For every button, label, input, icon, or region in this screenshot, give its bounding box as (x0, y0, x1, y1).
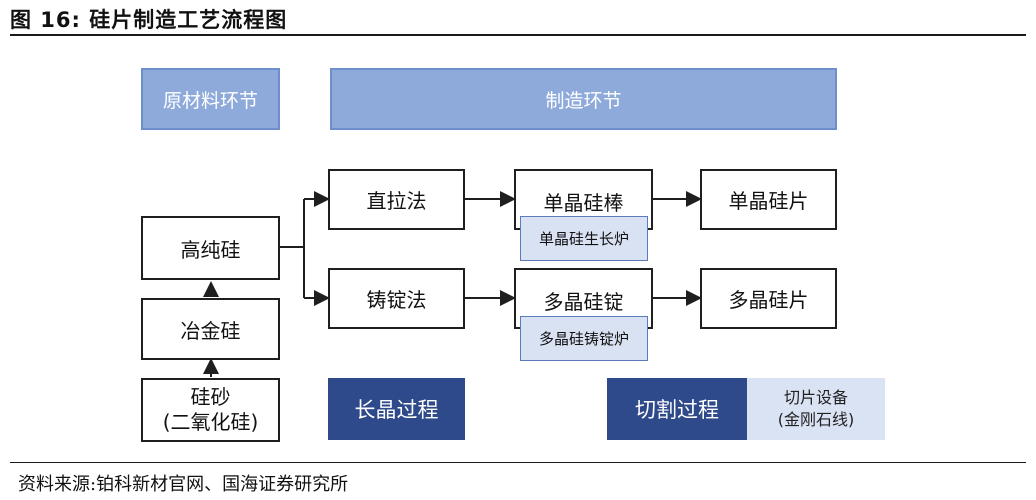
node-casting-method: 铸锭法 (328, 268, 465, 329)
top-rule (10, 34, 1026, 36)
node-silica-sand: 硅砂 (二氧化硅) (141, 378, 280, 442)
header-raw-material: 原材料环节 (141, 68, 280, 130)
figure-title: 图 16: 硅片制造工艺流程图 (10, 8, 288, 32)
header-manufacturing: 制造环节 (330, 68, 837, 130)
node-high-purity-silicon: 高纯硅 (141, 216, 280, 280)
node-czochralski-method: 直拉法 (328, 169, 465, 230)
legend-cutting-equipment-line1: 切片设备 (783, 388, 848, 407)
equipment-mono-growth-furnace: 单晶硅生长炉 (520, 216, 648, 261)
node-silica-sand-line2: (二氧化硅) (162, 410, 259, 434)
source-note: 资料来源:铂科新材官网、国海证券研究所 (18, 474, 349, 495)
equipment-multi-casting-furnace: 多晶硅铸锭炉 (520, 316, 648, 361)
node-multi-wafer: 多晶硅片 (700, 268, 837, 329)
legend-crystal-growth: 长晶过程 (328, 378, 465, 440)
legend-cutting: 切割过程 (607, 378, 747, 440)
bottom-rule (10, 462, 1026, 463)
legend-cutting-equipment-line2: (金刚石线) (777, 410, 855, 429)
legend-cutting-equipment: 切片设备 (金刚石线) (747, 378, 885, 440)
node-mono-wafer: 单晶硅片 (700, 169, 837, 230)
node-silica-sand-line1: 硅砂 (190, 385, 231, 409)
node-metallurgical-silicon: 冶金硅 (141, 298, 280, 360)
